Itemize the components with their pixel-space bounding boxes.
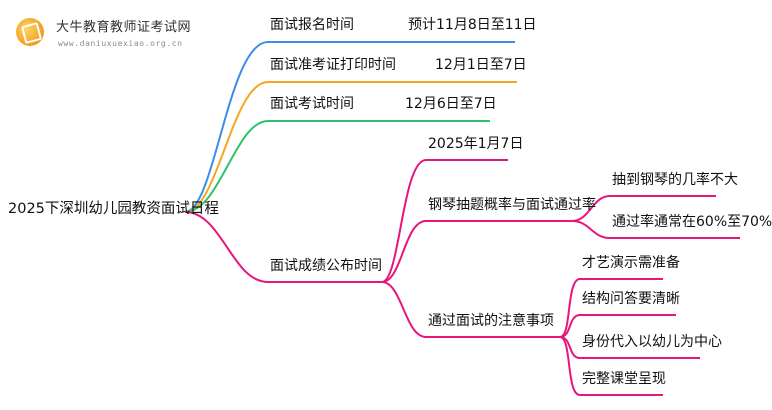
pass-rate: 通过率通常在60%至70% <box>612 214 772 230</box>
brand-logo: 大牛教育教师证考试网 www.daniuxuexiao.org.cn <box>6 12 206 54</box>
connector-tips-lesson <box>559 336 663 396</box>
connector-piano-passrate <box>571 220 740 239</box>
piano-chance: 抽到钢琴的几率不大 <box>612 172 738 188</box>
branch-admission-value: 12月1日至7日 <box>435 57 527 73</box>
tip-talent: 才艺演示需准备 <box>582 255 680 271</box>
tip-identity: 身份代入以幼儿为中心 <box>582 334 722 350</box>
connector-root-exam <box>184 120 490 213</box>
branch-registration-value: 预计11月8日至11日 <box>408 17 537 33</box>
connector-root-admission <box>184 81 517 213</box>
tips-node: 通过面试的注意事项 <box>428 313 554 329</box>
connector-root-results <box>184 211 382 283</box>
connector-root-registration <box>184 41 515 213</box>
branch-registration-label: 面试报名时间 <box>270 17 354 33</box>
branch-exam-label: 面试考试时间 <box>270 96 354 112</box>
brand-url: www.daniuxuexiao.org.cn <box>58 39 183 48</box>
connector-tips-structure <box>559 314 676 338</box>
connector-results-date <box>381 159 508 283</box>
tip-structure: 结构问答要清晰 <box>582 291 680 307</box>
branch-admission-label: 面试准考证打印时间 <box>270 57 396 73</box>
mindmap-connectors <box>184 41 740 396</box>
connector-results-tips <box>381 281 560 338</box>
branch-exam-value: 12月6日至7日 <box>405 96 497 112</box>
branch-results-label: 面试成绩公布时间 <box>270 258 382 274</box>
brand-name: 大牛教育教师证考试网 <box>56 20 192 35</box>
results-date: 2025年1月7日 <box>428 136 524 152</box>
connector-results-piano <box>381 220 572 283</box>
mindmap-root: 2025下深圳幼儿园教资面试日程 <box>8 201 219 217</box>
tip-lesson: 完整课堂呈现 <box>582 371 666 387</box>
piano-passrate-node: 钢琴抽题概率与面试通过率 <box>428 197 596 213</box>
connector-piano-chance <box>571 195 716 222</box>
connector-tips-talent <box>559 278 663 338</box>
book-icon <box>16 18 44 46</box>
